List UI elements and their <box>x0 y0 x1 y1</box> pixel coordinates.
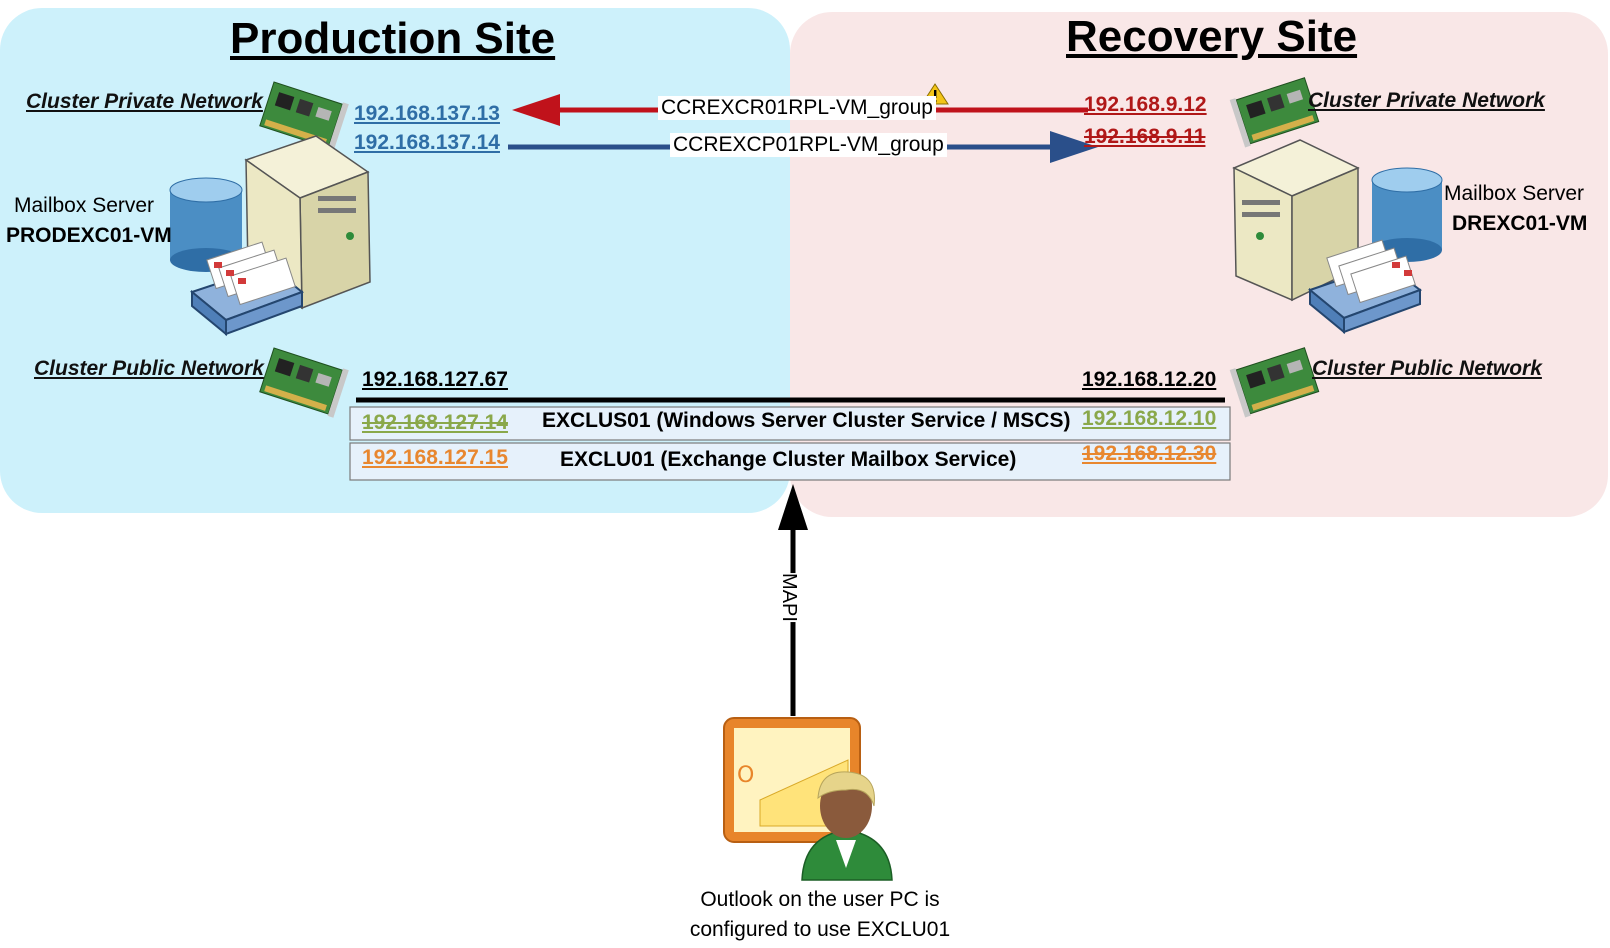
recovery-public-network-label: Cluster Public Network <box>1312 357 1542 380</box>
recovery-private-ip-2: 192.168.9.11 <box>1084 125 1206 148</box>
mailbox-tray-icon <box>189 241 304 337</box>
svg-text:O: O <box>737 763 754 788</box>
nic-card-icon <box>259 347 349 418</box>
recovery-msc-ip: 192.168.12.10 <box>1082 407 1217 430</box>
replication-group-1-label: CCREXCR01RPL-VM_group <box>658 96 936 120</box>
recovery-private-ip-1: 192.168.9.12 <box>1084 93 1207 116</box>
recovery-mailbox-ip: 192.168.12.30 <box>1082 442 1217 465</box>
production-private-ip-2: 192.168.137.14 <box>354 131 500 154</box>
replication-arrowhead-2 <box>1050 131 1098 163</box>
mailbox-service-label: EXCLU01 (Exchange Cluster Mailbox Servic… <box>560 448 1017 471</box>
production-private-ip-1: 192.168.137.13 <box>354 102 500 125</box>
mapi-arrowhead <box>778 484 808 530</box>
production-server-role: Mailbox Server <box>14 194 155 217</box>
production-private-network-label: Cluster Private Network <box>26 90 263 113</box>
nic-card-icon <box>1229 77 1320 148</box>
production-server-name: PRODEXC01-VM <box>6 224 172 247</box>
production-msc-ip: 192.168.127.14 <box>362 411 508 434</box>
production-site-zone <box>0 8 790 513</box>
msc-service-label: EXCLUS01 (Windows Server Cluster Service… <box>542 409 1071 432</box>
mapi-protocol-label: MAPI <box>774 573 802 622</box>
user-avatar-icon <box>801 771 893 881</box>
recovery-server-name: DREXC01-VM <box>1452 212 1588 235</box>
replication-arrowhead-1 <box>512 94 560 126</box>
production-public-ip: 192.168.127.67 <box>362 368 508 391</box>
recovery-public-ip: 192.168.12.20 <box>1082 368 1217 391</box>
replication-group-2-label: CCREXCP01RPL-VM_group <box>670 133 947 157</box>
production-site-title: Production Site <box>230 14 556 63</box>
nic-card-icon <box>1229 347 1320 418</box>
recovery-server-role: Mailbox Server <box>1444 182 1585 205</box>
recovery-private-network-label: Cluster Private Network <box>1308 89 1545 112</box>
production-public-network-label: Cluster Public Network <box>34 357 264 380</box>
msc-service-box <box>349 406 1231 441</box>
recovery-site-zone <box>790 12 1608 517</box>
client-caption-line-2: configured to use EXCLU01 <box>689 918 951 941</box>
mailbox-service-box <box>349 442 1231 481</box>
client-caption-line-1: Outlook on the user PC is <box>700 888 940 911</box>
recovery-site-title: Recovery Site <box>1066 12 1358 61</box>
database-icon <box>169 177 243 272</box>
database-icon <box>1371 167 1443 262</box>
mailbox-tray-icon <box>1307 239 1423 335</box>
production-mailbox-ip: 192.168.127.15 <box>362 446 508 469</box>
